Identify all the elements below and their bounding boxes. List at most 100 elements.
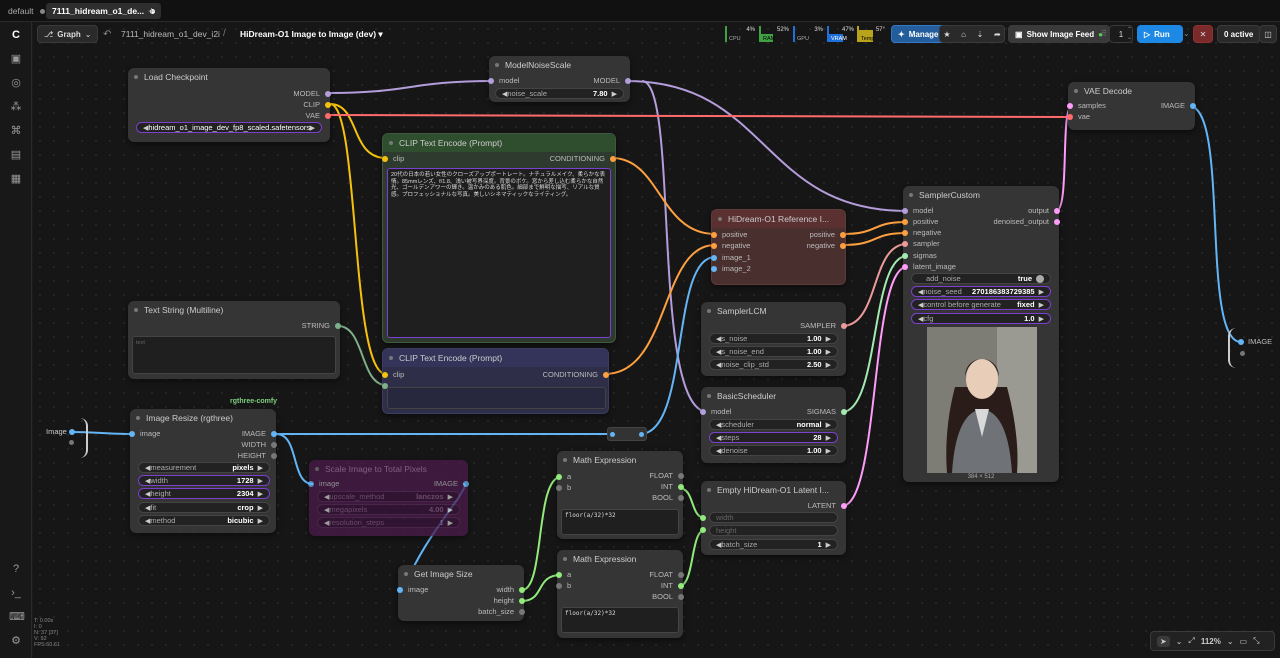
port-dot[interactable] (69, 440, 74, 445)
arrow-left-icon[interactable]: ◀ (918, 288, 924, 296)
nodes-icon[interactable]: ⁂ (10, 101, 22, 113)
node-image-resize[interactable]: Image Resize (rgthree) image IMAGE WIDTH… (129, 409, 277, 533)
settings-gear-icon[interactable]: ⚙ (11, 635, 21, 647)
reroute-node[interactable] (607, 427, 647, 441)
input-image-2[interactable]: image_2 (711, 264, 751, 274)
prompt-textarea[interactable] (387, 387, 606, 409)
output-float[interactable]: FLOAT (649, 570, 684, 580)
output-int[interactable]: INT (661, 482, 684, 492)
output-negative[interactable]: negative (807, 241, 846, 251)
input-negative[interactable]: negative (711, 241, 750, 251)
port-dot[interactable] (902, 230, 908, 236)
port-dot[interactable] (69, 429, 75, 435)
arrow-right-icon[interactable]: ▶ (825, 541, 831, 549)
input-model[interactable]: model (902, 206, 933, 216)
node-empty-latent[interactable]: Empty HiDream-O1 Latent I... LATENT widt… (700, 481, 847, 555)
output-model[interactable]: MODEL (593, 76, 631, 86)
input-positive[interactable]: positive (711, 230, 747, 240)
arrow-left-icon[interactable]: ◀ (145, 464, 151, 472)
arrow-right-icon[interactable]: ▶ (1038, 301, 1044, 309)
output-sampler[interactable]: SAMPLER (800, 321, 847, 331)
port-dot[interactable] (335, 323, 341, 329)
port-dot[interactable] (902, 264, 908, 270)
arrow-right-icon[interactable]: ▶ (1038, 315, 1044, 323)
input-sampler[interactable]: sampler (902, 239, 940, 249)
arrow-left-icon[interactable]: ◀ (502, 90, 508, 98)
port-dot[interactable] (610, 156, 616, 162)
port-dot[interactable] (1054, 219, 1060, 225)
port-dot[interactable] (556, 485, 562, 491)
output-batch-size[interactable]: batch_size (478, 607, 525, 617)
input-model[interactable]: model (700, 407, 731, 417)
input-sigmas[interactable]: sigmas (902, 251, 937, 261)
drag-handle-icon[interactable]: ⠿ (1101, 29, 1107, 38)
graph-mode-button[interactable]: ⎇Graph⌄ (37, 25, 99, 43)
breadcrumb-workflow[interactable]: 7111_hidream_o1_dev_i2i (121, 29, 220, 39)
arrow-left-icon[interactable]: ◀ (716, 421, 722, 429)
port-dot[interactable] (556, 474, 562, 480)
run-options-chevron-icon[interactable]: ⌄ (1183, 29, 1190, 38)
output-conditioning[interactable]: CONDITIONING (543, 370, 609, 380)
select-pointer-icon[interactable]: ➤ (1157, 635, 1170, 647)
arrow-left-icon[interactable]: ◀ (145, 477, 151, 485)
port-dot[interactable] (308, 481, 314, 487)
port-dot[interactable] (519, 609, 525, 615)
output-float[interactable]: FLOAT (649, 471, 684, 481)
input-text[interactable] (382, 381, 393, 391)
port-dot[interactable] (610, 432, 615, 437)
prompt-textarea[interactable]: 20代の日本の若い女性のクローズアップポートレート。ナチュラルメイク、柔らかな表… (387, 168, 611, 338)
page-title[interactable]: HiDream-O1 Image to Image (dev) ▾ (240, 29, 383, 39)
images-icon[interactable]: ▣ (10, 53, 22, 65)
port-dot[interactable] (902, 208, 908, 214)
output-clip[interactable]: CLIP (303, 100, 331, 110)
chevron-down-icon[interactable]: ⌄ (1226, 636, 1234, 646)
port-dot[interactable] (1238, 339, 1244, 345)
templates-icon[interactable]: ▦ (10, 173, 22, 185)
input-positive[interactable]: positive (902, 217, 938, 227)
port-dot[interactable] (382, 372, 388, 378)
arrow-right-icon[interactable]: ▶ (257, 490, 263, 498)
port-dot[interactable] (678, 484, 684, 490)
port-dot[interactable] (556, 572, 562, 578)
input-negative[interactable]: negative (902, 228, 941, 238)
expression-textarea[interactable]: floor(a/32)*32 (561, 607, 679, 633)
port-dot[interactable] (382, 156, 388, 162)
arrow-right-icon[interactable]: ▶ (447, 519, 453, 527)
port-dot[interactable] (271, 431, 277, 437)
port-dot[interactable] (325, 102, 331, 108)
input-image-1[interactable]: image_1 (711, 253, 751, 263)
port-dot[interactable] (129, 431, 135, 437)
arrow-right-icon[interactable]: ▶ (257, 464, 263, 472)
port-dot[interactable] (711, 243, 717, 249)
input-image[interactable]: image (129, 429, 160, 439)
link-visibility-icon[interactable]: ⤡ (1253, 636, 1260, 645)
port-dot[interactable] (902, 219, 908, 225)
help-icon[interactable]: ? (12, 563, 20, 575)
port-dot[interactable] (700, 409, 706, 415)
clean-icon[interactable]: ⌂ (961, 29, 966, 39)
port-dot[interactable] (639, 432, 644, 437)
arrow-left-icon[interactable]: ◀ (716, 541, 722, 549)
output-string[interactable]: STRING (302, 321, 341, 331)
port-dot[interactable] (840, 232, 846, 238)
port-dot[interactable] (678, 473, 684, 479)
node-model-noise-scale[interactable]: ModelNoiseScale model MODEL ◀noise_scale… (488, 56, 631, 102)
tab-workflow[interactable]: 7111_hidream_o1_de... (46, 3, 162, 19)
port-dot[interactable] (519, 587, 525, 593)
output-positive[interactable]: positive (810, 230, 846, 240)
output-bool[interactable]: BOOL (652, 592, 684, 602)
port-dot[interactable] (678, 572, 684, 578)
port-dot[interactable] (556, 583, 562, 589)
port-dot[interactable] (1067, 114, 1073, 120)
port-dot[interactable] (902, 253, 908, 259)
